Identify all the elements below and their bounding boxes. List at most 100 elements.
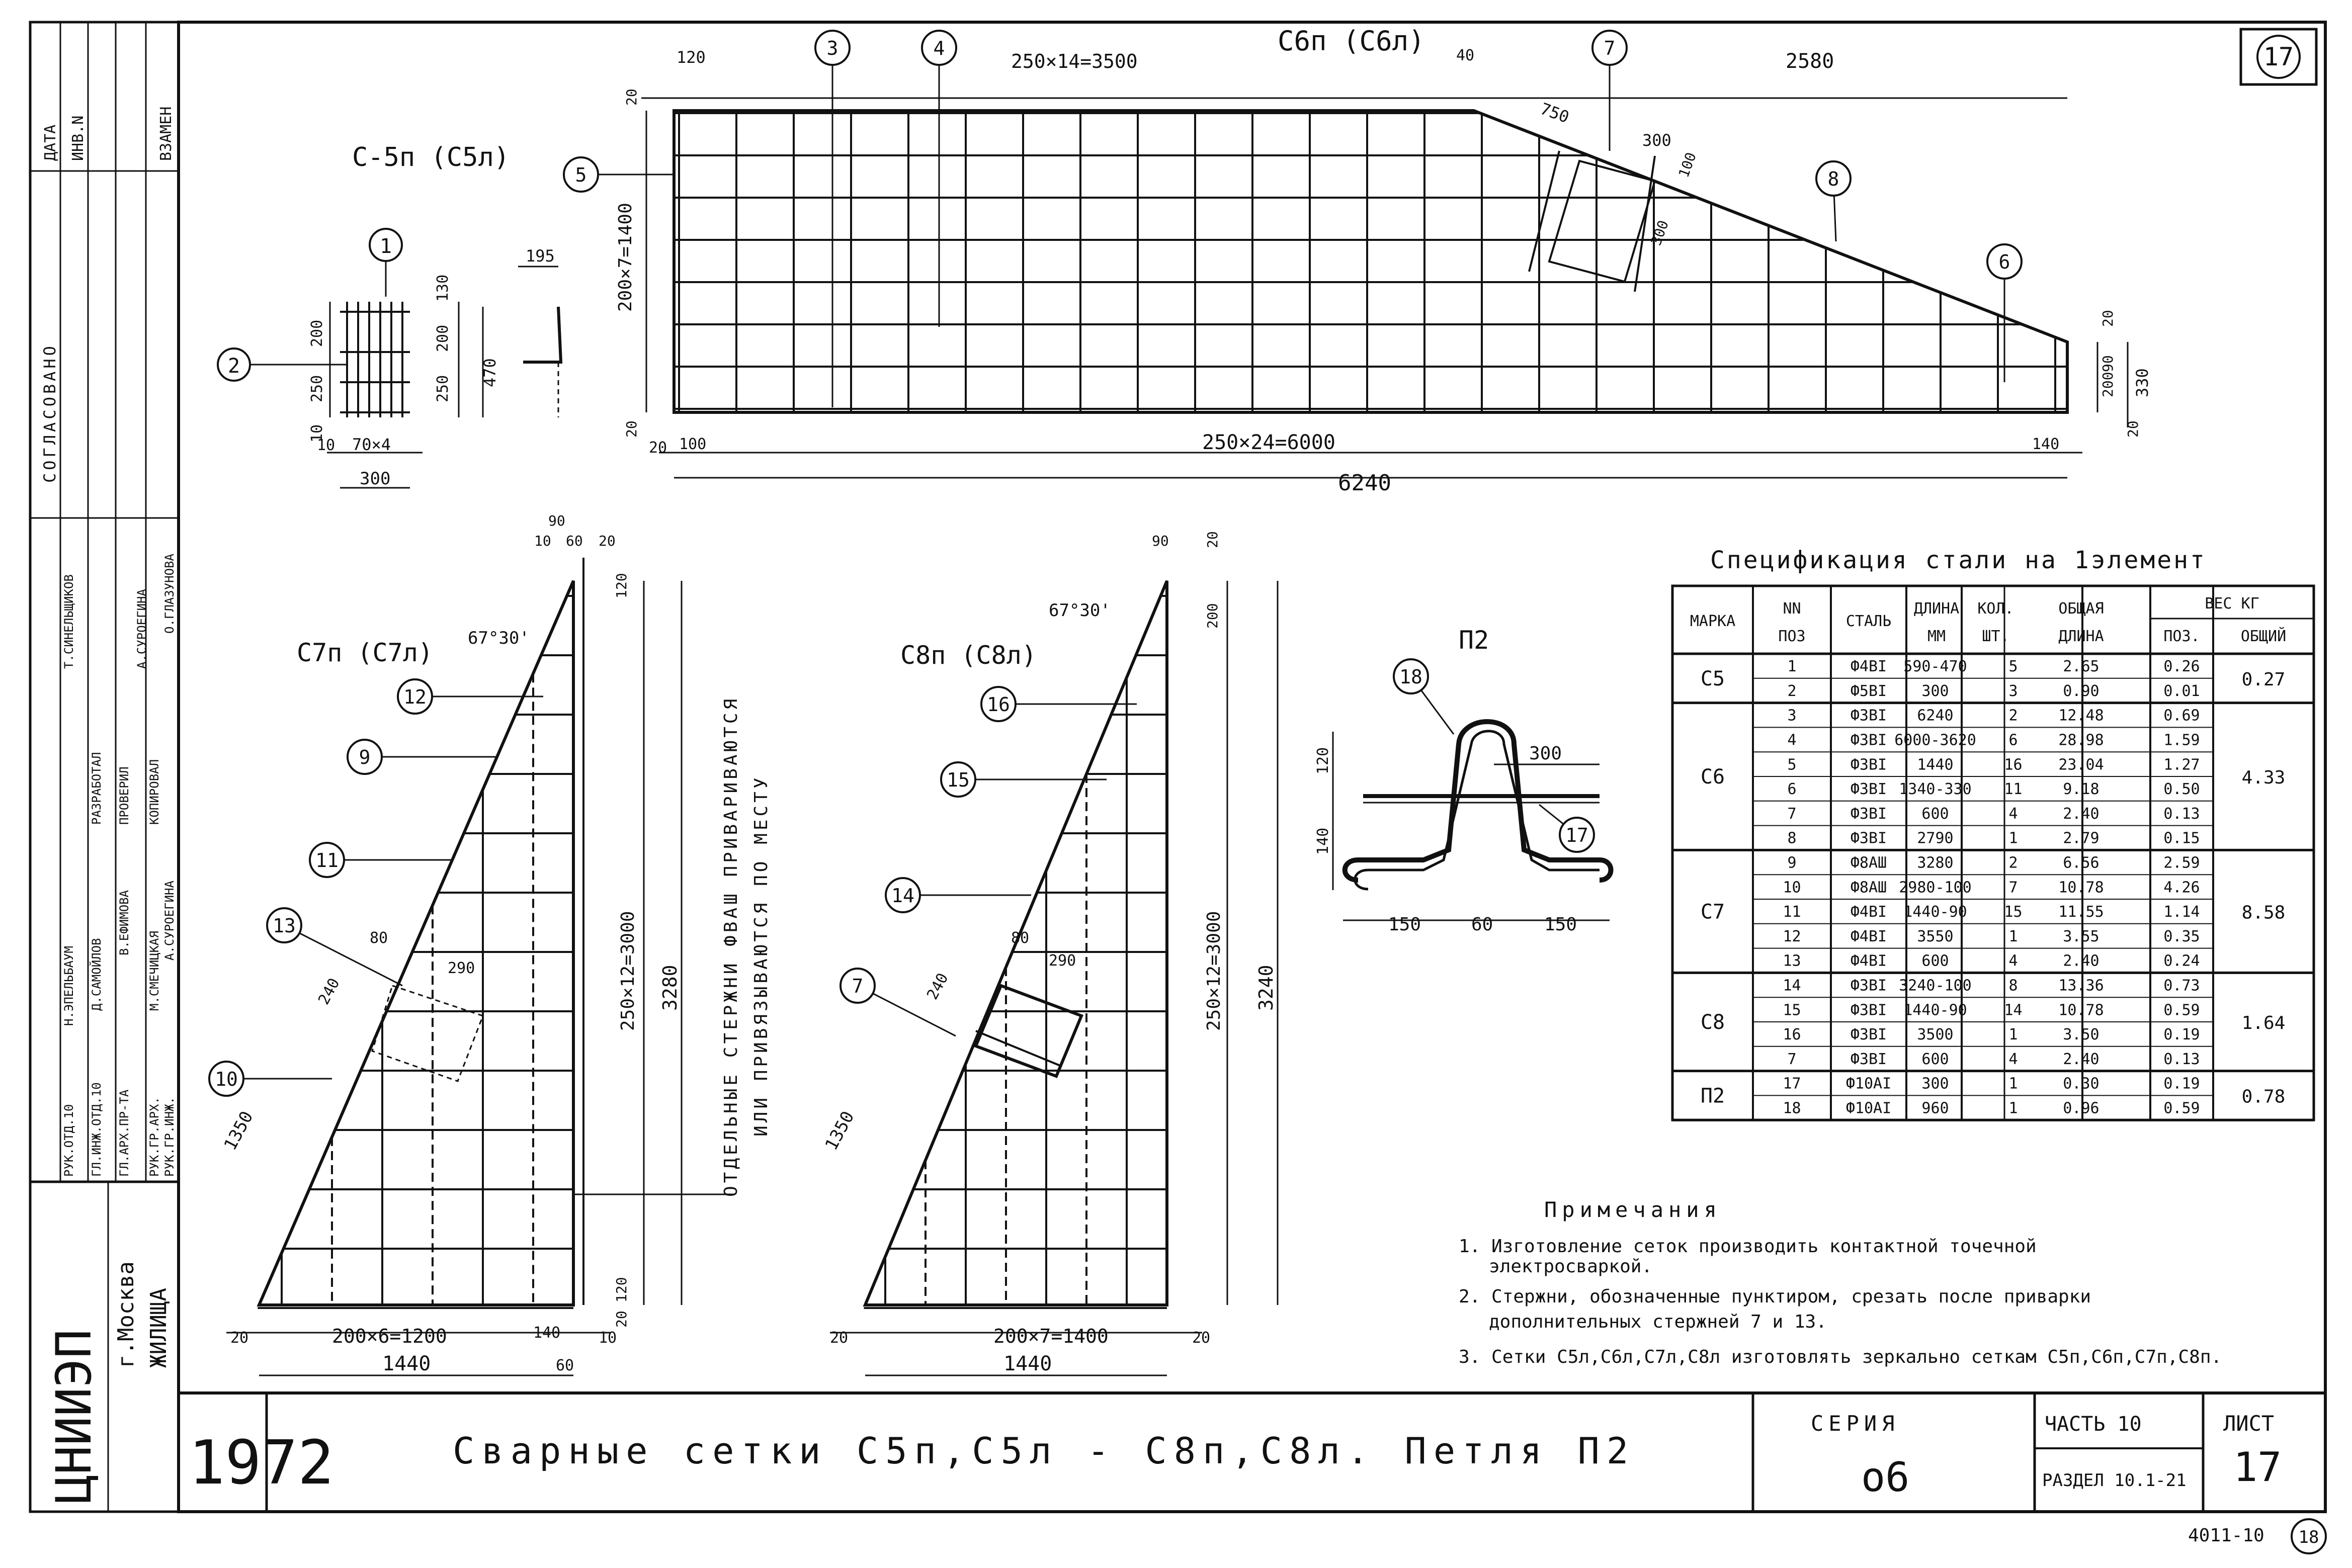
table-cell: 3500 bbox=[1917, 1026, 1953, 1043]
table-cell: 3.50 bbox=[2063, 1026, 2099, 1043]
table-cell: Ф10АI bbox=[1846, 1100, 1891, 1117]
dim-label: 300 bbox=[1529, 743, 1562, 764]
title-text: Сварные сетки С5п,С5л - С8п,С8л. Петля П… bbox=[453, 1430, 1635, 1472]
table-cell: 0.96 bbox=[2063, 1100, 2099, 1117]
c7-outline bbox=[257, 580, 575, 1306]
dim-label: 67°30' bbox=[468, 628, 530, 648]
dim-label: 290 bbox=[448, 960, 475, 977]
strip-role: КОПИРОВАЛ bbox=[147, 759, 161, 825]
dim-label: 60 bbox=[1471, 914, 1493, 935]
strip-name: М.СМЕЧИЦКАЯ bbox=[147, 931, 161, 1011]
series-value: о6 bbox=[1861, 1454, 1909, 1501]
table-cell: 0.59 bbox=[2163, 1001, 2200, 1019]
table-cell: 13.36 bbox=[2058, 977, 2104, 995]
c7-drawing: С7п (С7л) 67°30' 90 60 10 20 120 250×12=… bbox=[208, 512, 683, 1376]
table-cell: 2 bbox=[2008, 707, 2018, 725]
table-cell: 11.55 bbox=[2058, 903, 2104, 921]
dim-label: 195 bbox=[526, 246, 555, 266]
table-header: МАРКА bbox=[1690, 613, 1735, 630]
table-cell: 600 bbox=[1921, 1051, 1949, 1068]
table-cell: 1 bbox=[1787, 658, 1796, 675]
table-cell: 1.14 bbox=[2163, 903, 2200, 921]
table-cell: 2 bbox=[1787, 682, 1796, 700]
dim-label: 10 bbox=[317, 437, 335, 454]
dim-label: 290 bbox=[1049, 952, 1076, 970]
callout-circle bbox=[940, 761, 976, 798]
dim-label: 67°30' bbox=[1049, 600, 1111, 621]
left-strip: ДАТА ИНВ.N ВЗАМЕН СОГЛАСОВАНО РУК.ОТД.10… bbox=[29, 21, 180, 1513]
dim-label: 120 bbox=[613, 1277, 630, 1302]
dim-label: 150 bbox=[1544, 914, 1577, 935]
strip-name: Т.СИНЕЛЬЩИКОВ bbox=[62, 574, 76, 669]
table-mark: С7 bbox=[1701, 900, 1725, 923]
table-cell: 2.65 bbox=[2063, 658, 2099, 675]
c6-title: С6п (С6л) bbox=[1278, 25, 1425, 57]
dim-label: 200 bbox=[2099, 372, 2116, 397]
strip-agreed: СОГЛАСОВАНО bbox=[40, 343, 59, 483]
table-cell: 8 bbox=[1787, 830, 1796, 847]
note-line: 3. Сетки С5л,С6л,С7л,С8л изготовлять зер… bbox=[1459, 1347, 2222, 1367]
dim-label: 20 bbox=[599, 533, 616, 549]
strip-vzamen: ВЗАМЕН bbox=[157, 107, 175, 161]
table-cell: 12 bbox=[1783, 928, 1801, 945]
bottom-code: 4011-10 bbox=[2188, 1525, 2264, 1546]
dim-label: 120 bbox=[677, 48, 706, 67]
notes-title: Примечания bbox=[1544, 1197, 1722, 1222]
callout-label: 17 bbox=[1565, 824, 1588, 846]
table-cell: 0.13 bbox=[2163, 805, 2200, 823]
c8-title: С8п (С8л) bbox=[900, 641, 1037, 670]
title-year: 1972 bbox=[189, 1428, 334, 1498]
table-cell: 3.55 bbox=[2063, 928, 2099, 945]
sheet-label: ЛИСТ bbox=[2223, 1411, 2274, 1436]
note-line: 1. Изготовление сеток производить контак… bbox=[1459, 1236, 2037, 1257]
callout-circle bbox=[397, 678, 433, 715]
vertical-note-line-1: ОТДЕЛЬНЫЕ СТЕРЖНИ ФВАШ ПРИВАРИВАЮТСЯ bbox=[721, 696, 741, 1197]
callout-label: 4 bbox=[934, 37, 945, 59]
table-cell: 0.01 bbox=[2163, 682, 2200, 700]
p2-title: П2 bbox=[1459, 626, 1489, 655]
table-cell: 6.56 bbox=[2063, 854, 2099, 872]
dim-label: 80 bbox=[370, 929, 388, 947]
table-total: 8.58 bbox=[2242, 902, 2286, 923]
table-cell: 14 bbox=[2004, 1001, 2022, 1019]
strip-role: ГЛ.АРХ.ПР-ТА bbox=[117, 1089, 131, 1177]
c5-drawing: С-5п (С5л) 1 2 195 130 200 250 470 200 2… bbox=[217, 142, 563, 489]
table-cell: 3550 bbox=[1917, 928, 1953, 945]
table-cell: 300 bbox=[1921, 1075, 1949, 1093]
table-header: NN bbox=[1783, 600, 1801, 618]
table-cell: Ф3ВI bbox=[1851, 830, 1887, 847]
callout-circle bbox=[921, 30, 957, 66]
strip-name: Д.САМОЙЛОВ bbox=[89, 938, 104, 1011]
table-cell: 1 bbox=[2008, 830, 2018, 847]
table-cell: 0.26 bbox=[2163, 658, 2200, 675]
table-cell: 1.27 bbox=[2163, 756, 2200, 773]
org-logo-text: ЦНИИЭП bbox=[46, 1329, 102, 1504]
table-mark: С5 bbox=[1701, 667, 1725, 690]
table-cell: 600 bbox=[1921, 805, 1949, 823]
note-line: электросваркой. bbox=[1489, 1256, 1652, 1277]
table-cell: 600 bbox=[1921, 952, 1949, 970]
table-cell: 15 bbox=[1783, 1001, 1801, 1019]
dim-label: 1440 bbox=[382, 1352, 431, 1375]
callout-label: 18 bbox=[1399, 666, 1422, 688]
table-cell: 2.40 bbox=[2063, 805, 2099, 823]
table-cell: 9 bbox=[1787, 854, 1796, 872]
table-cell: Ф3ВI bbox=[1851, 805, 1887, 823]
strip-date: ДАТА bbox=[42, 125, 59, 161]
callout-label: 1 bbox=[380, 235, 392, 258]
dim-label: 130 bbox=[434, 275, 452, 302]
table-cell: 0.59 bbox=[2163, 1100, 2200, 1117]
dim-label: 200×7=1400 bbox=[615, 203, 636, 312]
note-line: дополнительных стержней 7 и 13. bbox=[1489, 1312, 1827, 1332]
table-cell: Ф8АШ bbox=[1851, 854, 1887, 872]
org-city: г.Москва bbox=[113, 1261, 139, 1368]
dim-label: 120 bbox=[613, 573, 630, 598]
table-cell: Ф3ВI bbox=[1851, 756, 1887, 773]
part-label: ЧАСТЬ 10 bbox=[2045, 1413, 2142, 1436]
table-cell: 14 bbox=[1783, 977, 1801, 995]
table-cell: Ф3ВI bbox=[1851, 732, 1887, 749]
strip-name: Н.ЭПЕЛЬБАУМ bbox=[62, 946, 76, 1026]
